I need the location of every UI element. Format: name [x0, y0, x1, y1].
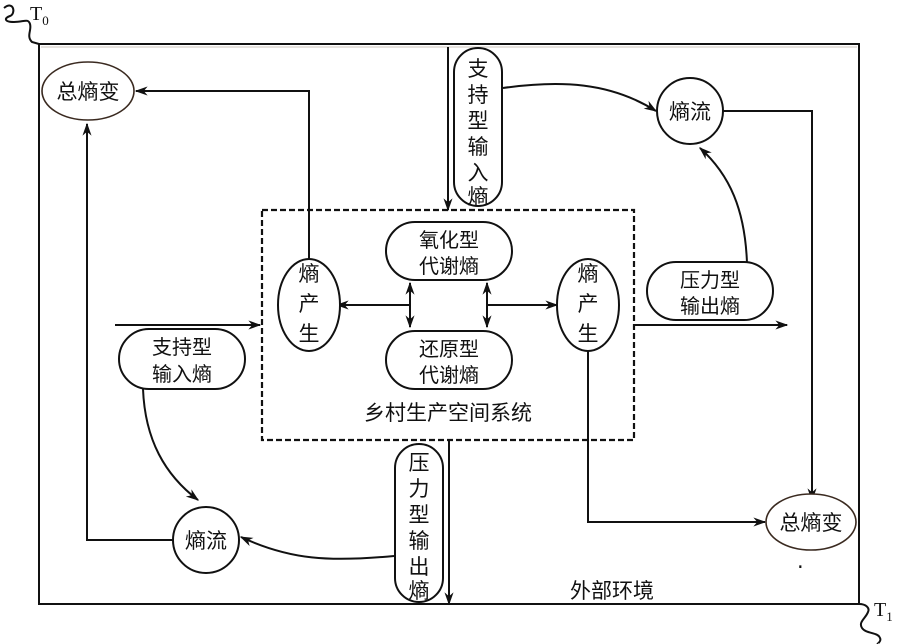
arrow-pressure-output-to-entropy-flow-bottom: [239, 536, 395, 560]
node-oxidative-metabolic-entropy: 氧化型 代谢熵: [385, 221, 513, 281]
arrow-entropy-flow-to-total-left: [82, 122, 174, 541]
time-end-squiggle: [858, 603, 882, 644]
node-entropy-production-right: 熵 产 生: [556, 258, 620, 352]
svg-text:持: 持: [468, 83, 489, 107]
arrow-pressure-output-to-entropy-flow: [699, 147, 748, 264]
node-entropy-flow-bottom: 熵流: [172, 506, 240, 574]
svg-text:压力型: 压力型: [680, 268, 740, 292]
time-start-label: T0: [30, 3, 49, 28]
arrow-support-input-to-entropy-flow: [502, 82, 658, 112]
svg-text:压: 压: [409, 451, 430, 475]
footnote-mark: .: [797, 549, 804, 573]
svg-text:熵: 熵: [299, 262, 320, 286]
svg-text:熵流: 熵流: [185, 529, 227, 553]
svg-text:生: 生: [578, 322, 599, 346]
node-pressure-output-bottom: 压 力 型 输 出 熵: [394, 443, 444, 603]
arrow-entropy-flow-to-total-right: [722, 110, 817, 502]
svg-text:熵: 熵: [468, 185, 489, 209]
svg-text:支持型: 支持型: [152, 335, 212, 359]
svg-text:型: 型: [468, 109, 489, 133]
node-reductive-metabolic-entropy: 还原型 代谢熵: [385, 330, 513, 390]
node-total-entropy-change-left: 总熵变: [41, 61, 135, 121]
svg-text:力: 力: [409, 477, 430, 501]
svg-text:输: 输: [468, 135, 489, 159]
svg-text:氧化型: 氧化型: [419, 228, 479, 252]
arrow-entropy-production-to-total-left: [134, 86, 310, 262]
node-entropy-flow-top: 熵流: [656, 77, 724, 145]
arrow-entropy-production-to-total-right: [587, 350, 767, 527]
svg-text:输出熵: 输出熵: [680, 294, 740, 318]
system-boundary-label: 乡村生产空间系统: [364, 401, 532, 425]
svg-text:出: 出: [409, 555, 430, 579]
svg-text:总熵变: 总熵变: [780, 511, 843, 535]
svg-text:熵: 熵: [409, 579, 430, 603]
svg-text:熵: 熵: [578, 262, 599, 286]
svg-text:代谢熵: 代谢熵: [419, 254, 479, 278]
svg-text:总熵变: 总熵变: [57, 80, 120, 104]
node-entropy-production-left: 熵 产 生: [277, 258, 341, 352]
node-pressure-output-right: 压力型 输出熵: [646, 261, 774, 321]
node-support-input-left: 支持型 输入熵: [118, 328, 246, 390]
svg-text:输: 输: [409, 529, 430, 553]
svg-text:还原型: 还原型: [419, 337, 479, 361]
arrow-support-input-to-entropy-flow-bottom: [142, 388, 200, 501]
svg-text:产: 产: [578, 292, 599, 316]
svg-text:支: 支: [468, 57, 489, 81]
time-end-label: T1: [874, 599, 893, 624]
node-total-entropy-change-right: 总熵变: [765, 493, 857, 551]
svg-text:型: 型: [409, 503, 430, 527]
svg-text:熵流: 熵流: [669, 100, 711, 124]
time-start-squiggle: [3, 4, 40, 45]
svg-text:代谢熵: 代谢熵: [419, 363, 479, 387]
svg-text:入: 入: [468, 161, 489, 185]
outer-environment-label: 外部环境: [570, 579, 654, 603]
svg-text:产: 产: [299, 292, 320, 316]
node-support-input-top: 支 持 型 输 入 熵: [453, 47, 503, 209]
svg-text:输入熵: 输入熵: [152, 362, 212, 386]
svg-text:生: 生: [299, 322, 320, 346]
